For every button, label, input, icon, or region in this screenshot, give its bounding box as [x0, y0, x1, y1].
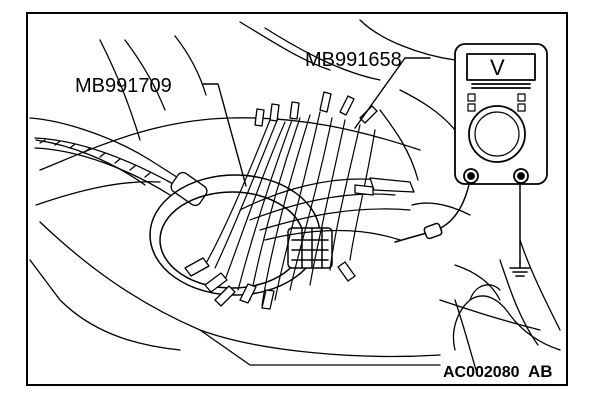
hand-sketch — [452, 284, 561, 351]
ground-icon — [509, 261, 531, 277]
callout-mb991658: MB991658 — [305, 49, 402, 71]
alligator-clips — [184, 91, 415, 310]
callout-mb991709: MB991709 — [75, 75, 172, 97]
meter-display-symbol: V — [490, 55, 505, 80]
figure-code: AC002080 AB — [443, 362, 553, 381]
connector-housing — [149, 174, 333, 296]
figure-code-main: AC002080 — [443, 364, 520, 381]
figure-code-suffix: AB — [528, 362, 553, 381]
test-lead-bundle — [204, 111, 411, 306]
callout-leaders — [202, 57, 431, 187]
multimeter — [454, 43, 548, 185]
meter-probe-leads — [394, 179, 521, 263]
